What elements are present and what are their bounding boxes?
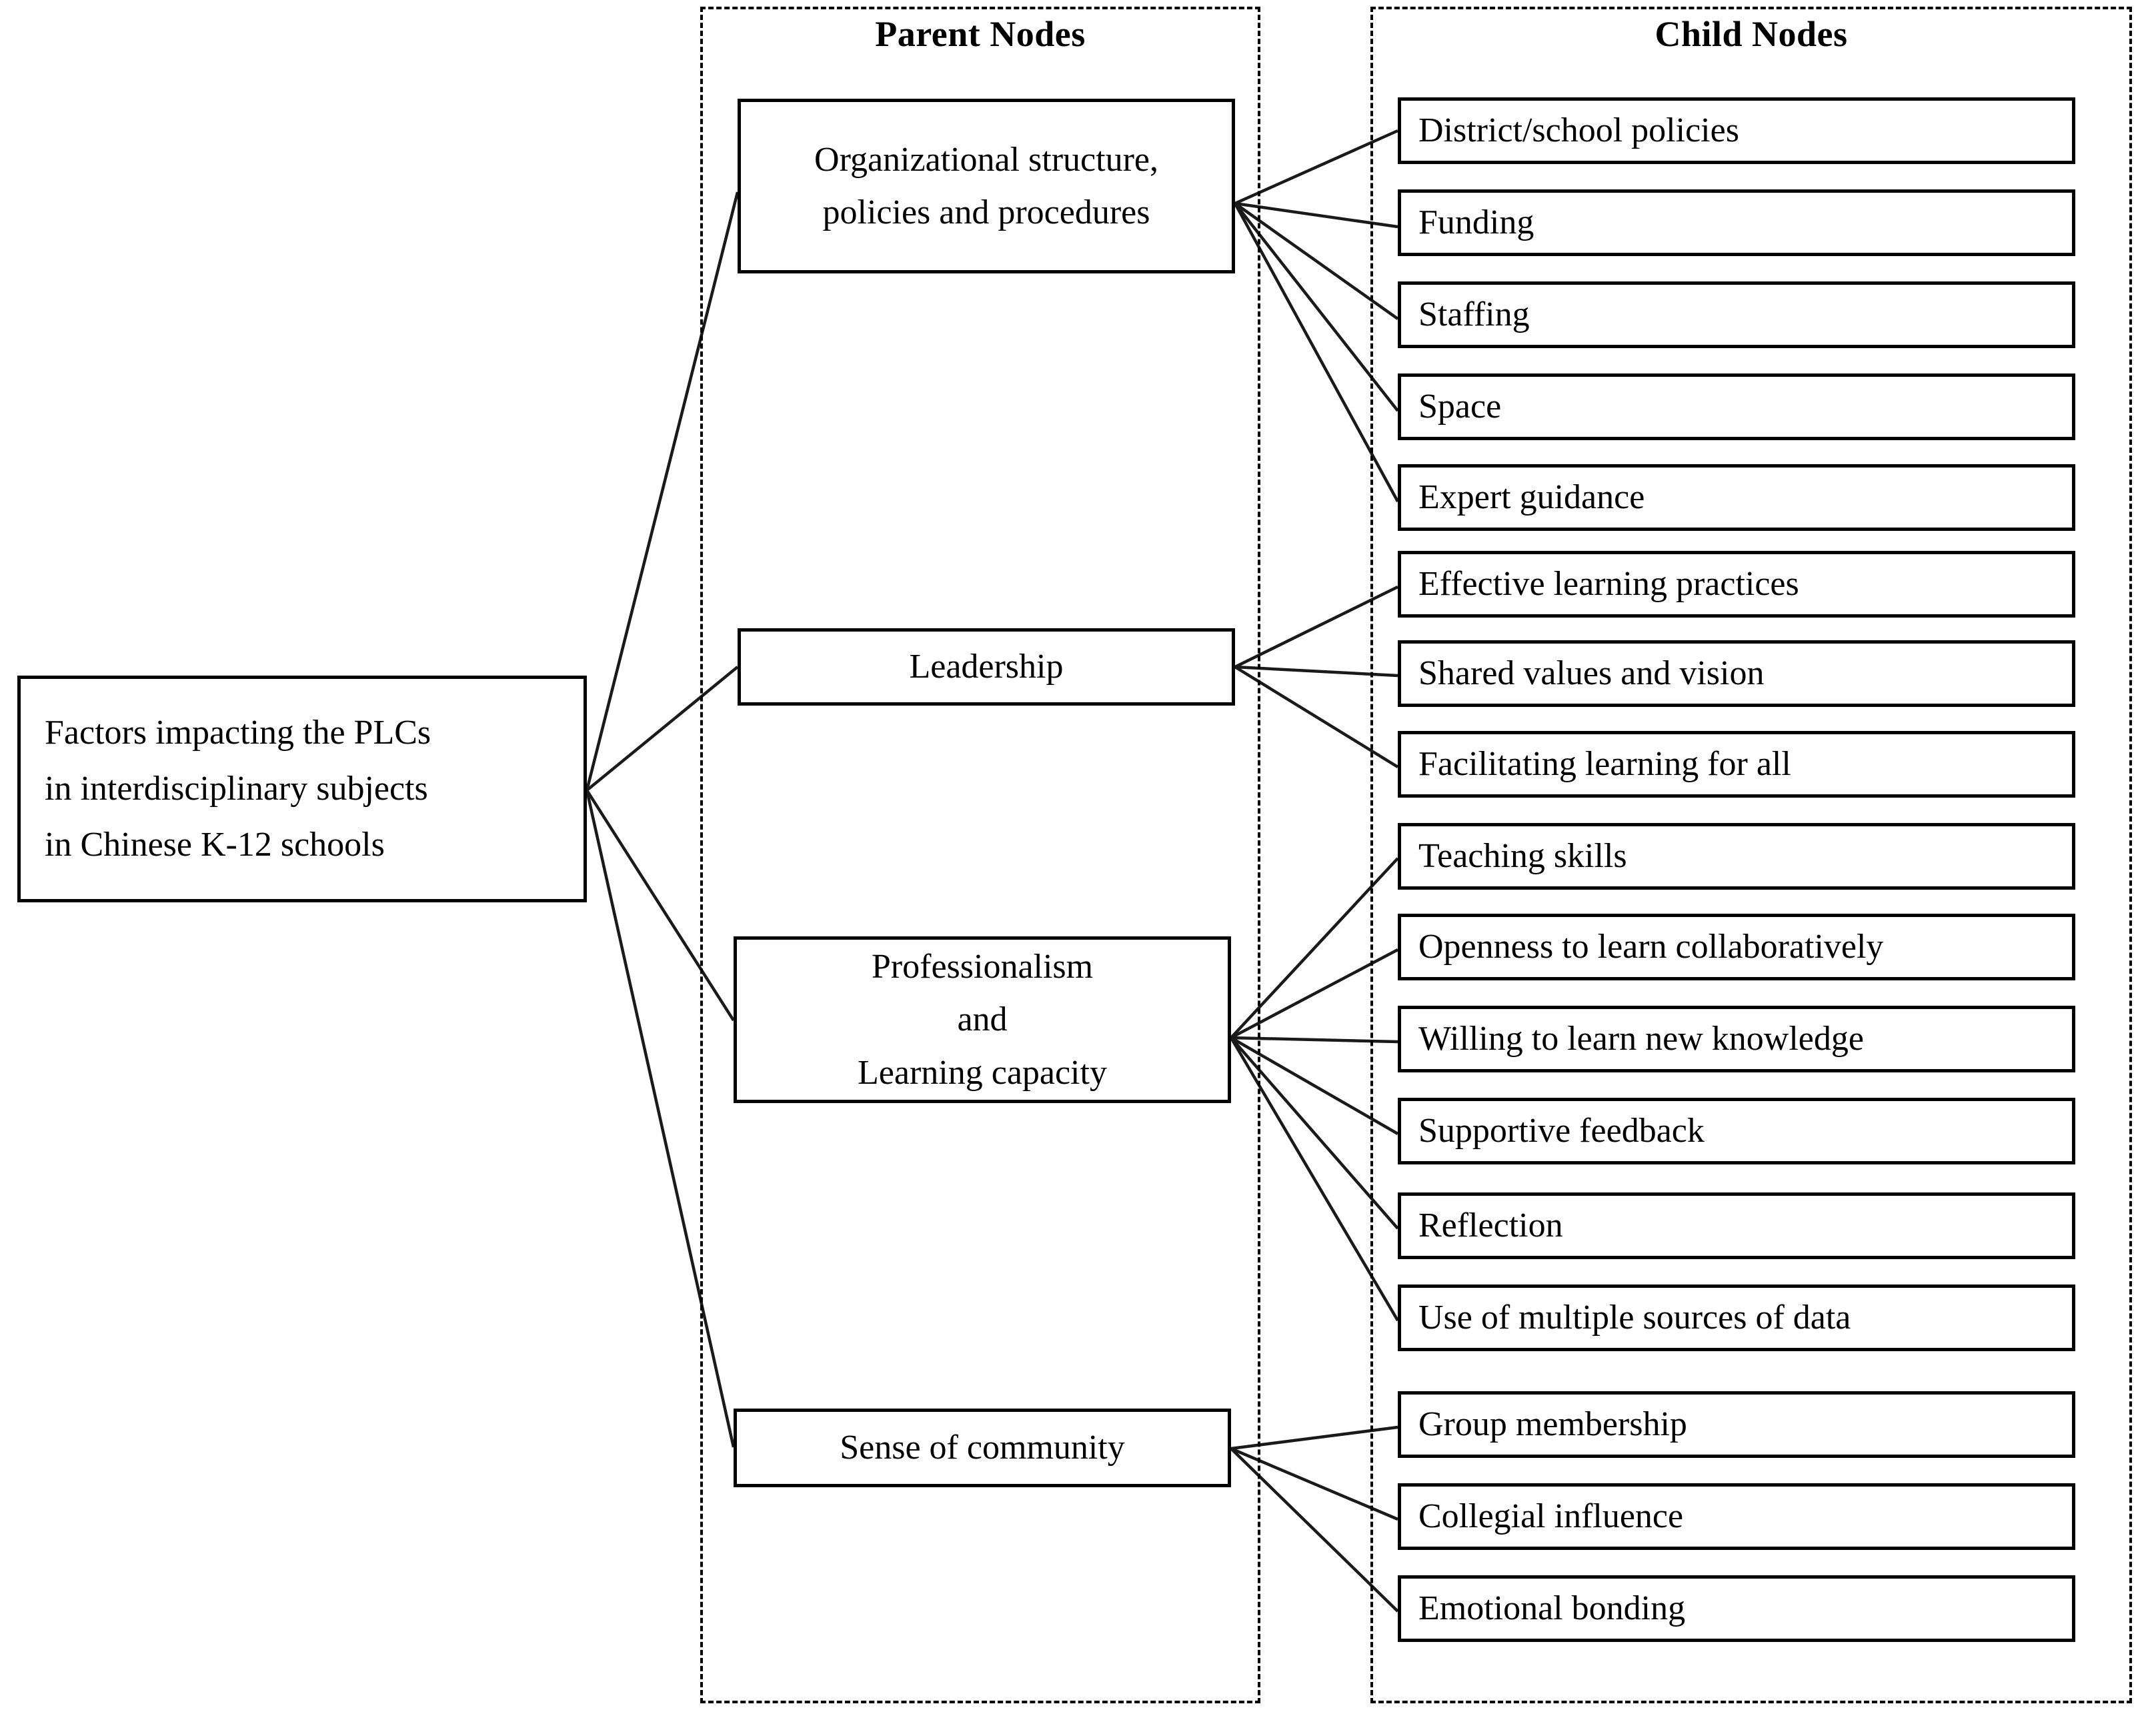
child-node-willing-to-learn-new-knowledge[interactable]: Willing to learn new knowledge bbox=[1398, 1006, 2075, 1072]
child-node-supportive-feedback[interactable]: Supportive feedback bbox=[1398, 1098, 2075, 1164]
child-node-label: Collegial influence bbox=[1418, 1497, 1684, 1536]
child-node-district-school-policies[interactable]: District/school policies bbox=[1398, 97, 2075, 164]
child-node-label: District/school policies bbox=[1418, 111, 1739, 150]
child-node-teaching-skills[interactable]: Teaching skills bbox=[1398, 823, 2075, 890]
child-node-expert-guidance[interactable]: Expert guidance bbox=[1398, 464, 2075, 531]
child-node-shared-values-and-vision[interactable]: Shared values and vision bbox=[1398, 640, 2075, 707]
child-node-label: Space bbox=[1418, 387, 1502, 426]
parent-node-organizational-structure[interactable]: Organizational structure, policies and p… bbox=[738, 99, 1235, 273]
child-node-label: Reflection bbox=[1418, 1206, 1563, 1245]
root-node-label: Factors impacting the PLCs in interdisci… bbox=[45, 713, 431, 864]
child-node-staffing[interactable]: Staffing bbox=[1398, 281, 2075, 348]
child-node-label: Expert guidance bbox=[1418, 478, 1645, 517]
child-node-label: Shared values and vision bbox=[1418, 654, 1765, 693]
child-node-label: Supportive feedback bbox=[1418, 1112, 1705, 1150]
root-node[interactable]: Factors impacting the PLCs in interdisci… bbox=[17, 676, 587, 902]
parent-node-label: Organizational structure, policies and p… bbox=[814, 140, 1158, 231]
parent-node-leadership[interactable]: Leadership bbox=[738, 628, 1235, 706]
parent-node-label: Leadership bbox=[909, 648, 1064, 686]
child-node-label: Willing to learn new knowledge bbox=[1418, 1020, 1864, 1058]
parent-node-label: Sense of community bbox=[840, 1429, 1125, 1467]
parent-nodes-header: Parent Nodes bbox=[875, 14, 1086, 54]
child-node-effective-learning-practices[interactable]: Effective learning practices bbox=[1398, 551, 2075, 618]
child-node-label: Emotional bonding bbox=[1418, 1589, 1686, 1628]
child-node-emotional-bonding[interactable]: Emotional bonding bbox=[1398, 1575, 2075, 1642]
child-node-label: Use of multiple sources of data bbox=[1418, 1299, 1851, 1337]
child-node-reflection[interactable]: Reflection bbox=[1398, 1192, 2075, 1259]
child-node-collegial-influence[interactable]: Collegial influence bbox=[1398, 1483, 2075, 1550]
child-nodes-header: Child Nodes bbox=[1655, 14, 1848, 54]
child-node-use-of-multiple-sources-of-data[interactable]: Use of multiple sources of data bbox=[1398, 1284, 2075, 1351]
child-node-space[interactable]: Space bbox=[1398, 373, 2075, 440]
child-node-group-membership[interactable]: Group membership bbox=[1398, 1391, 2075, 1458]
child-node-openness-to-learn-collaboratively[interactable]: Openness to learn collaboratively bbox=[1398, 914, 2075, 980]
child-node-label: Effective learning practices bbox=[1418, 565, 1799, 604]
child-node-label: Facilitating learning for all bbox=[1418, 745, 1791, 784]
child-node-funding[interactable]: Funding bbox=[1398, 189, 2075, 256]
child-node-label: Group membership bbox=[1418, 1405, 1687, 1444]
parent-node-professionalism-learning-capacity[interactable]: Professionalism and Learning capacity bbox=[734, 936, 1231, 1103]
child-node-label: Funding bbox=[1418, 203, 1534, 242]
child-node-label: Teaching skills bbox=[1418, 837, 1627, 876]
parent-nodes-group bbox=[700, 7, 1260, 1703]
child-node-label: Staffing bbox=[1418, 295, 1530, 334]
parent-node-sense-of-community[interactable]: Sense of community bbox=[734, 1409, 1231, 1487]
child-node-label: Openness to learn collaboratively bbox=[1418, 928, 1884, 966]
child-nodes-group bbox=[1370, 7, 2132, 1703]
child-node-facilitating-learning-for-all[interactable]: Facilitating learning for all bbox=[1398, 731, 2075, 798]
parent-node-label: Professionalism and Learning capacity bbox=[858, 948, 1107, 1092]
